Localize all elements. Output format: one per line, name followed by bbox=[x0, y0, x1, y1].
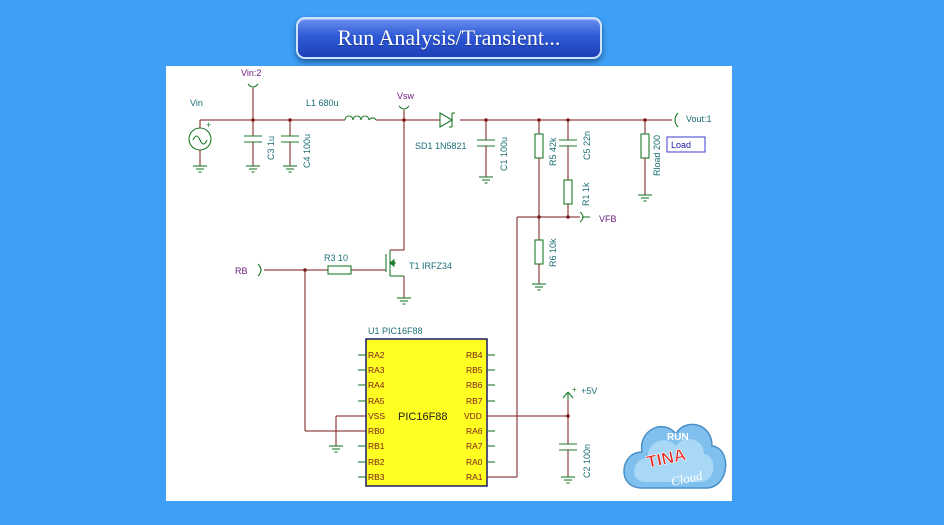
vfb-port[interactable] bbox=[579, 211, 590, 223]
pin-rb3: RB3 bbox=[368, 472, 385, 482]
t1-mosfet[interactable] bbox=[385, 249, 411, 305]
c3-label: C3 1u bbox=[266, 136, 276, 160]
chip-power-wires bbox=[487, 400, 569, 478]
pin-ra0: RA0 bbox=[466, 457, 483, 467]
l1-label: L1 680u bbox=[306, 98, 339, 108]
c3-capacitor[interactable] bbox=[244, 120, 262, 173]
vout-port[interactable] bbox=[674, 112, 679, 128]
run-analysis-transient-button[interactable]: Run Analysis/Transient... bbox=[296, 17, 602, 59]
svg-text:+: + bbox=[206, 120, 211, 130]
pin-ra5: RA5 bbox=[368, 396, 385, 406]
vsw-label: Vsw bbox=[397, 91, 415, 101]
pin-rb4: RB4 bbox=[466, 350, 483, 360]
c1-capacitor[interactable] bbox=[477, 120, 495, 184]
chip-name-label: PIC16F88 bbox=[398, 411, 448, 423]
r3-label: R3 10 bbox=[324, 253, 348, 263]
vin-label: Vin bbox=[190, 98, 203, 108]
vin-source[interactable]: + bbox=[188, 120, 212, 173]
vsw-probe[interactable] bbox=[398, 105, 410, 110]
sd1-diode[interactable] bbox=[439, 112, 455, 128]
pin-rb5: RB5 bbox=[466, 365, 483, 375]
gate-drive-wires bbox=[264, 269, 386, 453]
svg-text:+: + bbox=[572, 385, 577, 394]
badge-run-text: RUN bbox=[667, 432, 689, 443]
u1-label: U1 PIC16F88 bbox=[368, 326, 423, 336]
c4-capacitor[interactable] bbox=[281, 120, 299, 173]
c2-capacitor[interactable] bbox=[559, 443, 577, 484]
rb-label: RB bbox=[235, 266, 248, 276]
vin-port-label: Vin:2 bbox=[241, 68, 261, 78]
badge-cloud-text: Cloud bbox=[670, 468, 705, 489]
pin-vss: VSS bbox=[368, 411, 385, 421]
r5-resistor[interactable] bbox=[534, 120, 544, 240]
r6-label: R6 10k bbox=[548, 238, 558, 267]
schematic-canvas[interactable]: + Vin Vin:2 C3 1u C4 100u L1 680u bbox=[166, 66, 732, 501]
pin-rb0: RB0 bbox=[368, 426, 385, 436]
run-tina-cloud-badge[interactable] bbox=[623, 423, 727, 489]
pin-ra1: RA1 bbox=[466, 472, 483, 482]
pin-rb2: RB2 bbox=[368, 457, 385, 467]
plus5v-label: +5V bbox=[581, 386, 597, 396]
load-meter-box[interactable] bbox=[666, 136, 706, 153]
r5-label: R5 42k bbox=[548, 137, 558, 166]
pin-ra2: RA2 bbox=[368, 350, 385, 360]
vfb-label: VFB bbox=[599, 214, 617, 224]
rload-resistor[interactable] bbox=[638, 120, 652, 202]
pin-rb7: RB7 bbox=[466, 396, 483, 406]
c5-capacitor[interactable] bbox=[559, 120, 577, 180]
pin-vdd: VDD bbox=[464, 411, 482, 421]
r6-resistor[interactable] bbox=[532, 239, 546, 291]
pin-rb6: RB6 bbox=[466, 380, 483, 390]
vout-label: Vout:1 bbox=[686, 114, 712, 124]
rload-label: Rload 200 bbox=[652, 135, 662, 176]
r1-label: R1 1k bbox=[581, 182, 591, 206]
pin-ra4: RA4 bbox=[368, 380, 385, 390]
rb-port[interactable] bbox=[257, 263, 262, 277]
pin-ra6: RA6 bbox=[466, 426, 483, 436]
u1-pic16f88-chip[interactable] bbox=[365, 338, 488, 487]
c1-label: C1 100u bbox=[499, 137, 509, 171]
c4-label: C4 100u bbox=[302, 134, 312, 168]
l1-inductor[interactable] bbox=[344, 115, 377, 123]
plus5v-supply[interactable]: + bbox=[562, 385, 577, 400]
t1-label: T1 IRFZ34 bbox=[409, 261, 452, 271]
pin-rb1: RB1 bbox=[368, 441, 385, 451]
vin-port[interactable] bbox=[247, 83, 259, 88]
r3-resistor[interactable] bbox=[327, 265, 352, 275]
r1-resistor[interactable] bbox=[563, 179, 573, 217]
pin-ra3: RA3 bbox=[368, 365, 385, 375]
chip-left-pin-stubs bbox=[358, 354, 366, 478]
sd1-label: SD1 1N5821 bbox=[415, 141, 467, 151]
top-rail-wires bbox=[200, 88, 672, 250]
load-label: Load bbox=[671, 140, 691, 150]
chip-right-pin-stubs bbox=[487, 354, 495, 463]
pin-ra7: RA7 bbox=[466, 441, 483, 451]
c5-label: C5 22n bbox=[582, 131, 592, 160]
c2-label: C2 100n bbox=[582, 444, 592, 478]
junction-dots bbox=[251, 118, 647, 418]
